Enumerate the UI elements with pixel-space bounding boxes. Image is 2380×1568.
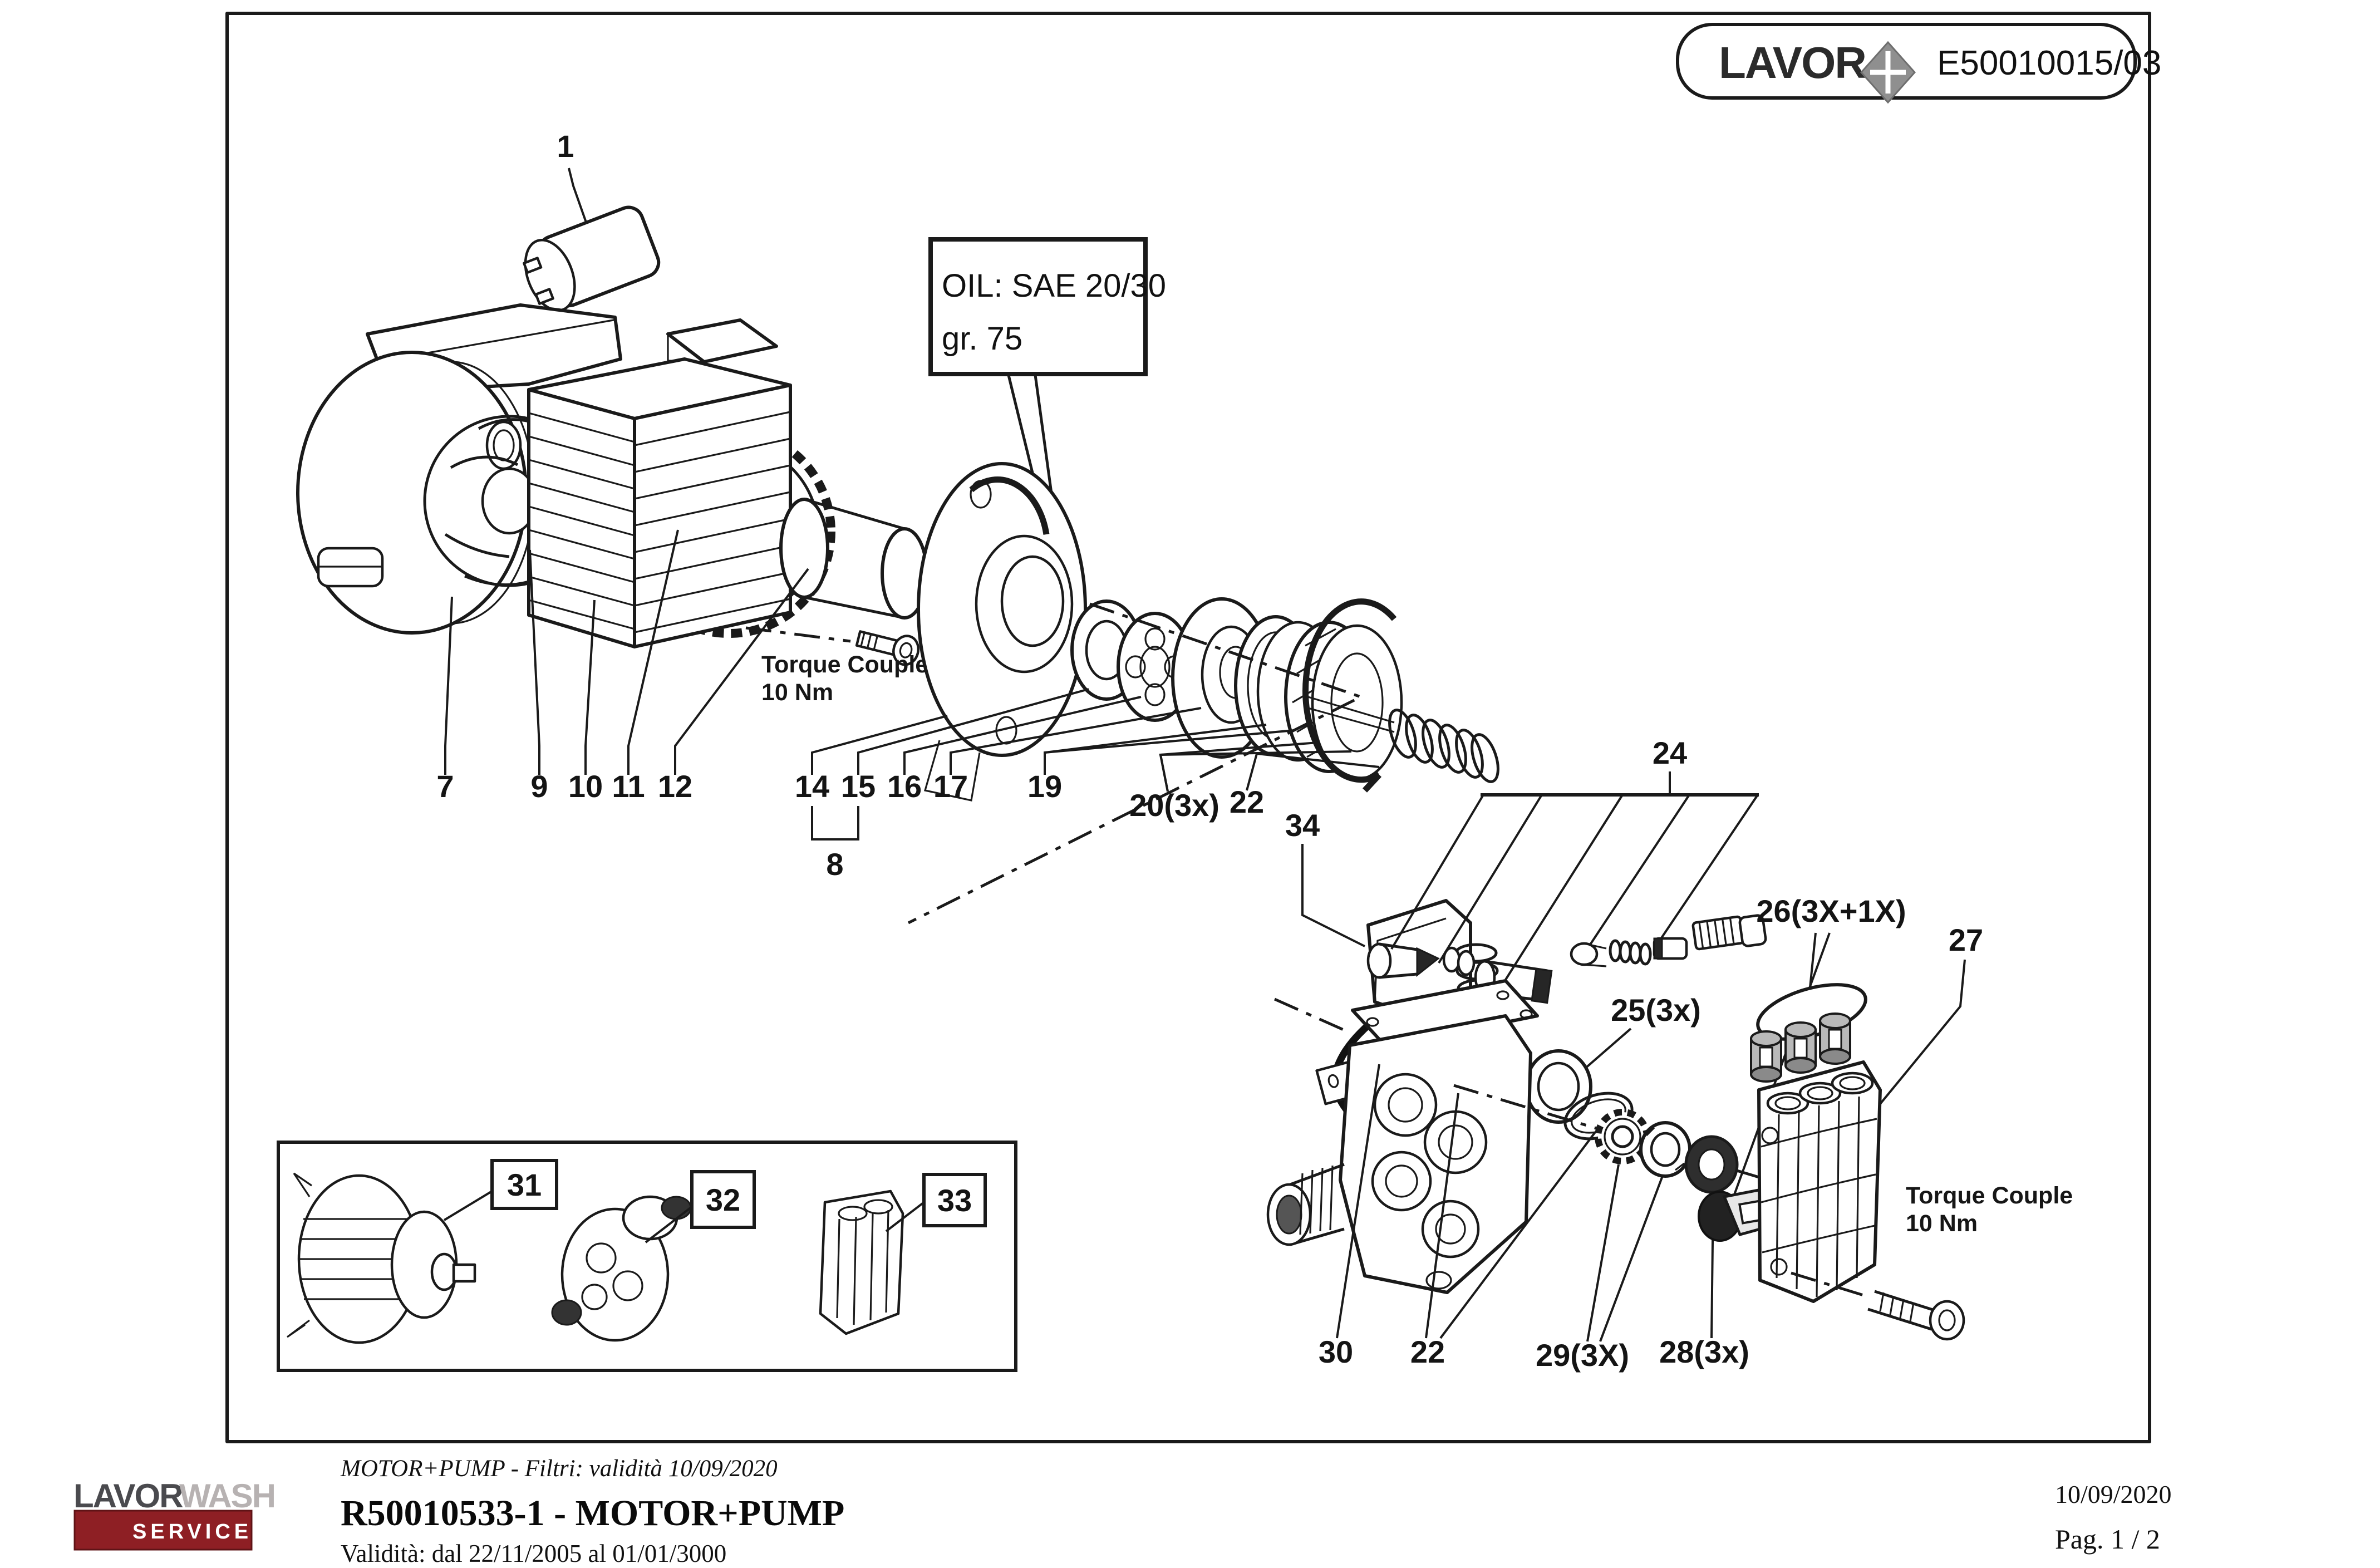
- part-label-12: 12: [658, 769, 692, 804]
- inlet-port: [1266, 1163, 1345, 1246]
- service-bar: [73, 1510, 253, 1551]
- inset-head-thumb: [819, 1189, 904, 1335]
- part-label-19: 19: [1027, 769, 1062, 804]
- footer-filter-line: MOTOR+PUMP - Filtri: validità 10/09/2020: [340, 1456, 778, 1482]
- inset-box: 31 32 33: [277, 1141, 1017, 1372]
- torque-right-line2: 10 Nm: [1906, 1210, 1978, 1237]
- part-label-22: 22: [1410, 1334, 1445, 1369]
- motor-leader-lines: [444, 529, 1380, 840]
- inset-label-32: 32: [706, 1182, 740, 1217]
- footer: LAVOR WASH SERVICE MOTOR+PUMP - Filtri: …: [73, 1456, 2172, 1567]
- oil-callout: OIL: SAE 20/30 gr. 75: [928, 237, 1166, 571]
- logo-box: LAVOR E50010015/03: [1676, 23, 2161, 104]
- part-label-29(3X): 29(3X): [1536, 1338, 1629, 1373]
- brand-word1: LAVOR: [73, 1477, 183, 1515]
- part-label-7: 7: [436, 769, 454, 804]
- seals-orings: [1447, 1028, 1634, 1141]
- part-label-9: 9: [530, 769, 548, 804]
- brand-service: SERVICE: [132, 1520, 252, 1544]
- oil-spec-line2: gr. 75: [942, 321, 1022, 357]
- piston-valve-row: [1366, 914, 1767, 1004]
- inset-label-31: 31: [507, 1167, 542, 1202]
- torque-left-line2: 10 Nm: [761, 679, 833, 706]
- part-label-16: 16: [887, 769, 922, 804]
- part-label-17: 17: [933, 769, 968, 804]
- footer-validity: Validità: dal 22/11/2005 al 01/01/3000: [341, 1540, 726, 1567]
- threaded-plug: [1691, 914, 1767, 951]
- shaft-spring: [1388, 709, 1499, 783]
- part-label-34: 34: [1285, 808, 1320, 843]
- valve-cap: [1750, 1030, 1782, 1083]
- torque-bolt-left: Torque Couple 10 Nm: [745, 626, 928, 706]
- part-label-20(3x): 20(3x): [1129, 788, 1219, 823]
- pump-head: [1757, 959, 1966, 1303]
- footer-title: R50010533-1 - MOTOR+PUMP: [341, 1493, 844, 1533]
- torque-bolt-right: Torque Couple 10 Nm: [1791, 1182, 2073, 1341]
- footer-page: Pag. 1 / 2: [2055, 1523, 2160, 1555]
- inset-label-box-33: [922, 1173, 987, 1227]
- doc-code: E50010015/03: [1937, 44, 2161, 82]
- axis-dashdot-lines: [907, 602, 1365, 1034]
- part-label-8: 8: [826, 847, 843, 882]
- small-spring: [1609, 939, 1652, 966]
- part-label-25(3x): 25(3x): [1611, 992, 1701, 1028]
- seal-row: [1453, 1084, 1843, 1204]
- pistons-leader-24: [1390, 771, 1759, 981]
- pump-manifold: [1266, 979, 1539, 1294]
- brand-word2: WASH: [179, 1477, 275, 1515]
- inset-label-box-31: [490, 1159, 558, 1210]
- part-label-27: 27: [1949, 922, 1983, 957]
- capacitor-part: [523, 168, 661, 312]
- lavor-diamond-icon: [1860, 41, 1916, 104]
- part-label-11: 11: [612, 769, 645, 804]
- torque-right-line1: Torque Couple: [1906, 1182, 2073, 1209]
- inset-motor-thumb: [287, 1172, 476, 1344]
- inset-label-box-32: [690, 1170, 756, 1229]
- valve-cap: [1819, 1012, 1851, 1065]
- inset-label-33: 33: [937, 1183, 972, 1218]
- part-label-10: 10: [568, 769, 603, 804]
- stator: [527, 318, 835, 648]
- valve-cap: [1784, 1021, 1817, 1074]
- part-label-15: 15: [841, 769, 876, 804]
- part-label-14: 14: [795, 769, 829, 804]
- part-label-28(3x): 28(3x): [1659, 1334, 1749, 1369]
- motor-end-cover: [296, 303, 622, 635]
- oil-spec-line1: OIL: SAE 20/30: [942, 268, 1166, 304]
- part-label-30: 30: [1319, 1334, 1353, 1369]
- part-label-1: 1: [557, 129, 574, 164]
- torque-left-line1: Torque Couple: [761, 651, 928, 678]
- stator-fins-left: [528, 412, 635, 630]
- lavor-logo-text: LAVOR: [1719, 38, 1866, 87]
- part-label-22: 22: [1230, 784, 1264, 819]
- footer-date: 10/09/2020: [2055, 1480, 2172, 1508]
- valve-caps: [1698, 932, 1867, 1242]
- lavorwash-logo: LAVOR WASH SERVICE: [73, 1477, 276, 1551]
- part-label-24: 24: [1653, 735, 1687, 770]
- part-label-26(3X+1X): 26(3X+1X): [1756, 893, 1906, 928]
- stator-fins-right: [634, 411, 791, 633]
